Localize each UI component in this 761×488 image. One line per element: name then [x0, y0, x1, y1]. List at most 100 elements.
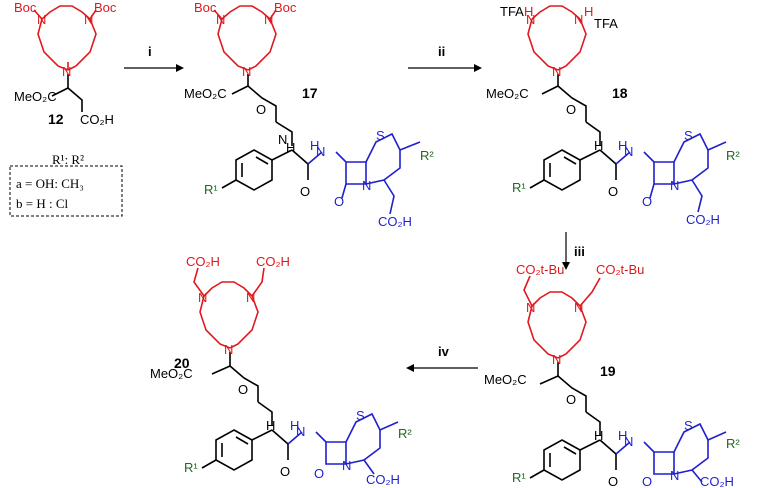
- n-label: N: [224, 342, 233, 357]
- o-label: O: [642, 194, 652, 209]
- substituent-legend: R¹: R² a = OH: CH₃ b = H : Cl: [9, 152, 123, 217]
- co2h-label: CO₂H: [686, 212, 720, 227]
- r1-label: R¹: [512, 180, 526, 195]
- compound-label-20: 20: [174, 355, 190, 371]
- o-label: O: [608, 474, 618, 488]
- compound-19: CO₂t-Bu CO₂t-Bu N N N MeO₂C 19 O H R¹ O …: [484, 262, 740, 488]
- o-label: O: [256, 102, 266, 117]
- step-label-iv: iv: [438, 344, 450, 359]
- tfa-label: TFA: [500, 4, 524, 19]
- o-label: O: [642, 474, 652, 488]
- co2h-label: CO₂H: [378, 214, 412, 229]
- step-label-ii: ii: [438, 44, 445, 59]
- o-label: O: [238, 382, 248, 397]
- compound-label-18: 18: [612, 85, 628, 101]
- n-label: N: [242, 64, 251, 79]
- r1-label: R¹: [184, 460, 198, 475]
- co2tbu-label: CO₂t-Bu: [516, 262, 564, 277]
- n-label: N: [624, 434, 633, 449]
- n-label: N: [574, 300, 583, 315]
- arrow-step-i: i: [124, 44, 184, 72]
- compound-17: N N N Boc Boc MeO₂C O 17 H N R¹ O: [184, 0, 434, 229]
- n-label: N: [670, 178, 679, 193]
- meo2c-label: MeO₂C: [150, 366, 193, 381]
- n-label: N: [37, 12, 46, 27]
- compound-18: TFA H N N H TFA N MeO₂C O 18 H R¹ O: [486, 4, 740, 227]
- compound-12: N N N Boc Boc MeO₂C CO₂H 12: [14, 0, 117, 127]
- boc-label: Boc: [14, 0, 37, 15]
- n-label: N: [526, 12, 535, 27]
- compound-label-17: 17: [302, 85, 318, 101]
- compound-20: CO₂H CO₂H N N N MeO₂C 20 O H R¹ O N H S …: [150, 254, 412, 487]
- boc-label: Boc: [94, 0, 117, 15]
- nh-label: H: [290, 418, 299, 433]
- boc-label: Boc: [274, 0, 297, 15]
- legend-row-a: a = OH: CH₃: [16, 176, 84, 191]
- o-label: O: [300, 184, 310, 199]
- n-label: N: [216, 12, 225, 27]
- r2-label: R²: [420, 148, 434, 163]
- n-label: N: [246, 290, 255, 305]
- co2h-label: CO₂H: [186, 254, 220, 269]
- n-label: N: [316, 144, 325, 159]
- n-label: N: [264, 12, 273, 27]
- o-label: O: [566, 102, 576, 117]
- co2h-label: CO₂H: [366, 472, 400, 487]
- n-label: N: [624, 144, 633, 159]
- legend-header: R¹: R²: [52, 152, 84, 167]
- co2h-label: CO₂H: [700, 474, 734, 488]
- r2-label: R²: [398, 426, 412, 441]
- nh-label: H: [594, 428, 603, 443]
- meo2c-label: MeO₂C: [184, 86, 227, 101]
- step-label-i: i: [148, 44, 152, 59]
- co2h-label: CO₂H: [256, 254, 290, 269]
- n-label: N: [670, 468, 679, 483]
- tfa-label: TFA: [594, 16, 618, 31]
- n-label: N: [362, 178, 371, 193]
- s-label: S: [684, 128, 693, 143]
- n-label: N: [62, 64, 71, 79]
- h-label: H: [524, 4, 533, 19]
- step-label-iii: iii: [574, 244, 585, 259]
- co2h-label: CO₂H: [80, 112, 114, 127]
- o-label: O: [280, 464, 290, 479]
- meo2c-label: MeO₂C: [486, 86, 529, 101]
- r1-label: R¹: [204, 182, 218, 197]
- r1-label: R¹: [512, 470, 526, 485]
- arrow-step-iv: iv: [406, 344, 478, 372]
- o-label: O: [334, 194, 344, 209]
- n-label: N: [526, 300, 535, 315]
- o-label: O: [566, 392, 576, 407]
- meo2c-label: MeO₂C: [484, 372, 527, 387]
- s-label: S: [376, 128, 385, 143]
- meo2c-label: MeO₂C: [14, 89, 57, 104]
- n-label: N: [198, 290, 207, 305]
- legend-row-b: b = H : Cl: [16, 196, 69, 211]
- compound-label-19: 19: [600, 363, 616, 379]
- s-label: S: [356, 408, 365, 423]
- boc-label: Boc: [194, 0, 217, 15]
- nh-label: H: [286, 140, 295, 155]
- n-label: N: [574, 12, 583, 27]
- nh-label: H: [310, 138, 319, 153]
- r2-label: R²: [726, 148, 740, 163]
- s-label: S: [684, 418, 693, 433]
- n-label: N: [552, 64, 561, 79]
- r2-label: R²: [726, 436, 740, 451]
- n-label: N: [278, 132, 287, 147]
- arrow-step-ii: ii: [408, 44, 482, 72]
- nh-label: H: [266, 418, 275, 433]
- o-label: O: [608, 184, 618, 199]
- co2tbu-label: CO₂t-Bu: [596, 262, 644, 277]
- n-label: N: [296, 424, 305, 439]
- h-label: H: [584, 4, 593, 19]
- n-label: N: [84, 12, 93, 27]
- nh-label: H: [618, 428, 627, 443]
- compound-label-12: 12: [48, 111, 64, 127]
- n-label: N: [552, 352, 561, 367]
- nh-label: H: [594, 138, 603, 153]
- n-label: N: [342, 458, 351, 473]
- arrow-step-iii: iii: [562, 232, 585, 270]
- nh-label: H: [618, 138, 627, 153]
